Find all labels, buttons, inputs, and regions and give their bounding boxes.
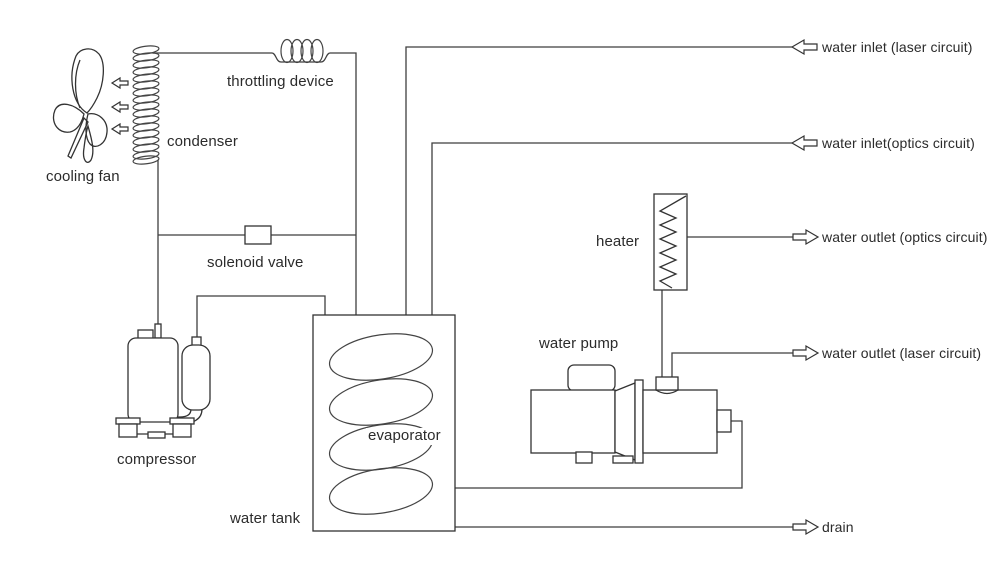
airflow-left-arrow-icon xyxy=(110,76,129,90)
fan-spike xyxy=(67,116,89,159)
heater-label: heater xyxy=(596,233,640,250)
airflow-left-arrow-icon xyxy=(110,100,129,114)
fan-blade-top xyxy=(71,48,104,114)
water-inlet-optics-arrow-icon xyxy=(790,134,818,152)
pump-top-fitting xyxy=(655,376,679,391)
water-pump-label: water pump xyxy=(539,335,619,352)
pump-coupling xyxy=(614,382,636,461)
compressor-foot-flange xyxy=(169,417,195,425)
pump-motor-foot xyxy=(575,451,593,464)
pipe-tank-to-pump xyxy=(455,420,743,489)
water-inlet-laser-label: water inlet (laser circuit) xyxy=(822,39,973,55)
heater-element-zigzag xyxy=(658,195,687,289)
pump-flange-bar xyxy=(634,379,644,464)
water-outlet-laser-label: water outlet (laser circuit) xyxy=(822,345,982,361)
drain-label: drain xyxy=(822,519,854,535)
water-inlet-laser-arrow-icon xyxy=(790,38,818,56)
water-tank-label: water tank xyxy=(230,510,301,527)
water-pump-symbol xyxy=(530,364,732,464)
pump-top-fitting-arc xyxy=(655,389,679,395)
condenser-coil xyxy=(132,45,160,165)
pump-flange-pad xyxy=(612,455,634,464)
pipe-condenser-to-throttle xyxy=(153,52,357,315)
evaporator-coil xyxy=(328,333,434,515)
cooling-fan-label: cooling fan xyxy=(46,168,120,185)
solenoid-valve-symbol xyxy=(244,225,272,245)
pipe-pump-outlet-laser xyxy=(671,352,793,378)
pump-housing xyxy=(642,389,718,454)
water-outlet-optics-arrow-icon xyxy=(792,228,820,246)
compressor-foot-flange xyxy=(115,417,141,425)
pipe-suction-line xyxy=(196,295,326,339)
compressor-discharge-stub xyxy=(154,323,162,339)
throttling-device-coil xyxy=(280,38,324,64)
pipe-water-inlet-laser xyxy=(405,46,792,315)
water-tank-outline xyxy=(312,314,456,532)
airflow-left-arrow-icon xyxy=(110,122,129,136)
water-pipes xyxy=(405,46,793,528)
refrigerant-pipes xyxy=(153,52,357,339)
throttling-device-label: throttling device xyxy=(227,73,334,90)
water-outlet-optics-label: water outlet (optics circuit) xyxy=(822,229,988,245)
water-outlet-laser-arrow-icon xyxy=(792,344,820,362)
drain-arrow-icon xyxy=(792,518,820,536)
compressor-foot-block xyxy=(172,423,192,438)
pump-motor-body xyxy=(530,389,616,454)
pump-motor-cap xyxy=(567,364,616,392)
fan-blade-inner xyxy=(74,59,81,109)
compressor-body xyxy=(127,337,179,423)
pump-inlet-port xyxy=(716,409,732,433)
compressor-label: compressor xyxy=(117,451,197,468)
port-arrows xyxy=(790,38,820,536)
evaporator-label: evaporator xyxy=(366,427,443,445)
heater-symbol xyxy=(653,193,688,291)
condenser-label: condenser xyxy=(167,133,238,150)
compressor-base-pad xyxy=(147,431,166,439)
heater-outline xyxy=(653,193,688,291)
accumulator-body xyxy=(181,344,211,411)
fan-spinner-drop xyxy=(82,123,94,163)
accumulator-bend-pipe xyxy=(178,408,192,418)
pipe-water-inlet-optics xyxy=(431,142,792,315)
compressor-foot-block xyxy=(118,423,138,438)
compressor-symbol xyxy=(115,323,211,439)
fan-airflow-arrows xyxy=(110,76,129,136)
water-inlet-optics-label: water inlet(optics circuit) xyxy=(822,135,975,151)
fan-blade-left xyxy=(52,103,85,133)
solenoid-valve-label: solenoid valve xyxy=(207,254,304,271)
cooling-fan-symbol xyxy=(52,48,108,163)
